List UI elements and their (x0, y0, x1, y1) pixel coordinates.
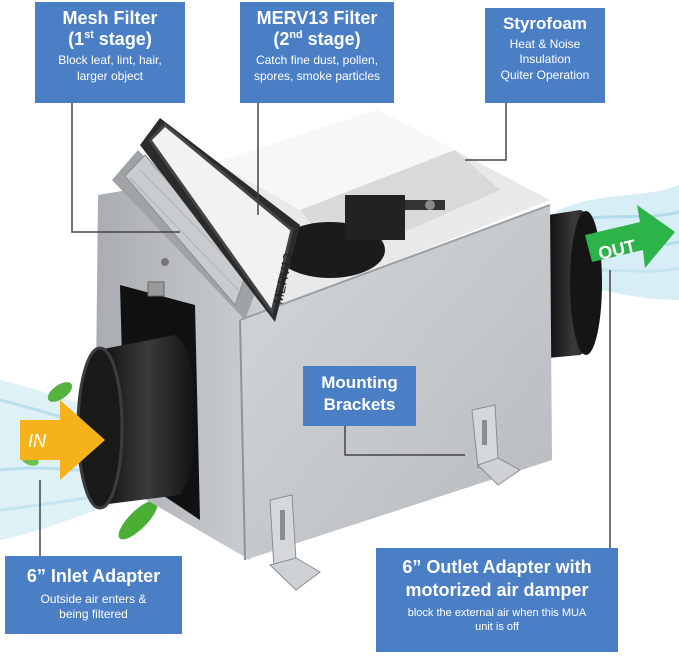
callout-inlet-adapter-title: 6” Inlet Adapter (26, 566, 161, 586)
callout-mounting-brackets: Mounting Brackets (303, 366, 416, 426)
in-arrow-label: IN (28, 431, 47, 451)
blower-motor (275, 195, 445, 278)
in-arrow: IN (20, 400, 105, 480)
mounting-bracket-right (471, 404, 521, 486)
inlet-duct (76, 285, 200, 520)
mesh-filter-panel (112, 150, 262, 320)
callout-merv13-filter-stage-sup: nd (289, 28, 303, 41)
callout-inlet-adapter-line: Outside air enters & (40, 591, 147, 606)
callout-styrofoam: Styrofoam Heat & Noise Insulation Quiter… (485, 8, 605, 103)
callout-mesh-filter-stage-close: stage) (93, 28, 152, 49)
mounting-bracket-left (269, 494, 321, 591)
callout-merv13-filter-name: MERV13 Filter (256, 8, 378, 28)
callout-mesh-filter-line: larger object (76, 68, 144, 83)
callout-merv13-filter-stage-open: (2 (273, 28, 290, 49)
callout-merv13-filter: MERV13 Filter (2nd stage) Catch fine dus… (240, 2, 394, 103)
callout-inlet-adapter-line: being filtered (59, 607, 128, 622)
callout-outlet-adapter-sub: block the external air when this MUA (407, 606, 587, 619)
latch (147, 281, 165, 297)
callout-outlet-adapter-sub: unit is off (475, 621, 519, 634)
callout-mounting-brackets-line: Brackets (323, 395, 396, 415)
callout-styrofoam-line: Insulation (519, 52, 571, 67)
callout-merv13-filter-title: MERV13 Filter (2nd stage) (240, 8, 394, 49)
callout-mesh-filter-stage-sup: st (84, 28, 94, 41)
callout-outlet-adapter: 6” Outlet Adapter with motorized air dam… (376, 548, 618, 652)
callout-merv13-filter-line: Catch fine dust, pollen, (255, 53, 379, 68)
callout-mesh-filter-title: Mesh Filter (1st stage) (35, 8, 185, 49)
callout-outlet-adapter-line: 6” Outlet Adapter with (402, 557, 592, 577)
callout-mesh-filter-line: Block leaf, lint, hair, (58, 53, 162, 68)
callout-outlet-adapter-line: motorized air damper (405, 580, 589, 601)
callout-mesh-filter: Mesh Filter (1st stage) Block leaf, lint… (35, 2, 185, 103)
callout-styrofoam-line: Heat & Noise (509, 36, 581, 51)
callout-mounting-brackets-line: Mounting (321, 373, 398, 392)
callout-mesh-filter-stage-open: (1 (68, 28, 85, 49)
callout-merv13-filter-stage-close: stage) (302, 28, 361, 49)
callout-mesh-filter-name: Mesh Filter (62, 8, 158, 28)
callout-styrofoam-title: Styrofoam (502, 14, 588, 33)
callout-styrofoam-line: Quiter Operation (500, 67, 590, 82)
callout-merv13-filter-line: spores, smoke particles (253, 68, 381, 83)
callout-inlet-adapter: 6” Inlet Adapter Outside air enters & be… (5, 556, 182, 634)
outlet-duct (548, 210, 602, 358)
